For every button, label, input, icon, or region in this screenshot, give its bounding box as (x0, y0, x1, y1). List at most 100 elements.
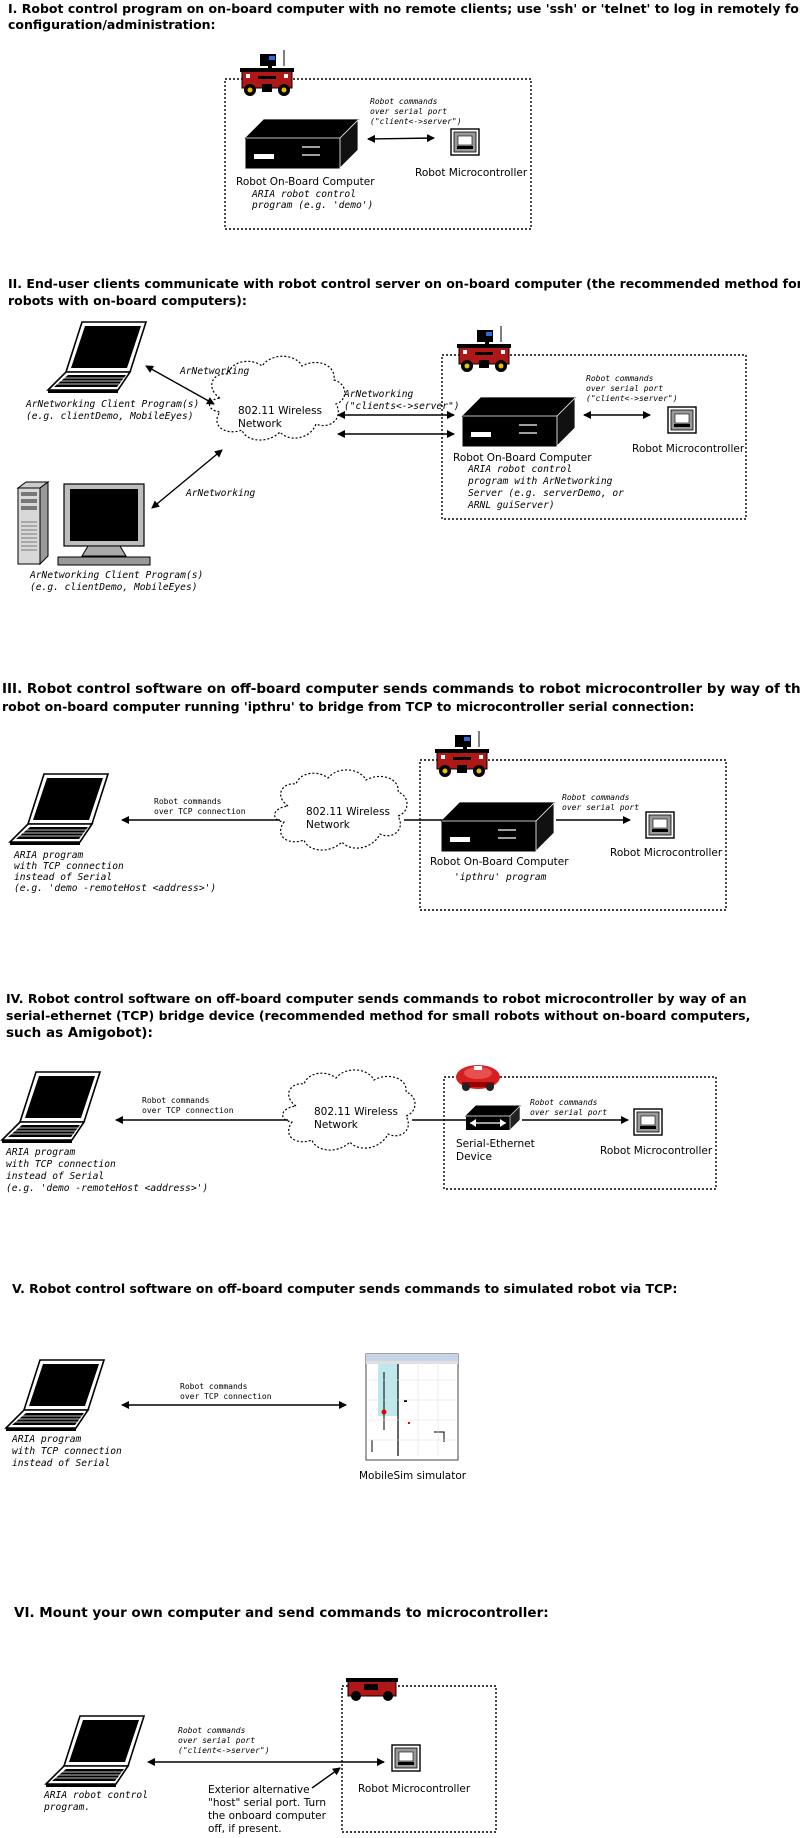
section-6-graphics (45, 1678, 497, 1833)
client-desktop-icon (17, 481, 151, 566)
pioneer-robot-icon (239, 49, 295, 97)
laptop-label-line2: with TCP connection (14, 861, 124, 872)
onboard-computer-sub-line4: ARNL guiServer) (468, 500, 555, 511)
serial-note-line2: over serial port (178, 1736, 256, 1745)
wireless-cloud-icon (208, 355, 346, 441)
cloud-label-line1: 802.11 Wireless (306, 806, 391, 818)
laptop-label-line1: ARIA program (12, 1434, 82, 1445)
microcontroller-label: Robot Microcontroller (358, 1783, 471, 1795)
cloud-label-line1: 802.11 Wireless (238, 405, 323, 417)
arnetworking-label-1: ArNetworking (180, 366, 250, 377)
section-3-graphics (9, 730, 727, 911)
microcontroller-label: Robot Microcontroller (600, 1145, 713, 1157)
section-5-graphics (5, 1353, 459, 1461)
serial-note-line2: over serial port (370, 107, 448, 116)
cloud-label-line2: Network (314, 1119, 358, 1131)
host-note-line4: off, if present. (208, 1823, 282, 1835)
tcp-note-line2: over TCP connection (142, 1106, 234, 1115)
laptop-label-line2: with TCP connection (12, 1446, 122, 1457)
laptop-label-line3: instead of Serial (14, 872, 113, 883)
section-2-title-line2: robots with on-board computers): (8, 293, 247, 308)
onboard-computer-icon (462, 397, 576, 447)
laptop-label-line1: ARIA program (14, 850, 84, 861)
serial-note-line1: Robot commands (530, 1098, 598, 1107)
tcp-note-line1: Robot commands (180, 1382, 248, 1391)
onboard-computer-icon (441, 802, 555, 852)
tcp-note-line2: over TCP connection (154, 807, 246, 816)
onboard-computer-sub-line1: ARIA robot control (252, 189, 356, 200)
laptop-label-line1: ARIA robot control (44, 1790, 148, 1801)
laptop-label-line4: (e.g. 'demo -remoteHost <address>') (6, 1183, 209, 1194)
pioneer-robot-icon (434, 730, 490, 778)
mobilesim-label: MobileSim simulator (359, 1470, 467, 1482)
host-note-line3: the onboard computer (208, 1810, 326, 1822)
section-4-graphics (1, 1065, 717, 1190)
client-laptop-icon (47, 321, 147, 394)
robot-boundary-box (441, 354, 747, 520)
tcp-note-line1: Robot commands (142, 1096, 210, 1105)
tcp-note-line2: over TCP connection (180, 1392, 272, 1401)
laptop-client-label-line2: (e.g. clientDemo, MobileEyes) (26, 411, 194, 422)
section-3-title-line1: III. Robot control software on off-board… (2, 681, 800, 697)
cloud-label-line2: Network (238, 418, 282, 430)
onboard-computer-sub-line3: Server (e.g. serverDemo, or (468, 488, 624, 499)
onboard-computer-sub-line2: program (e.g. 'demo') (252, 200, 374, 211)
microcontroller-icon (450, 128, 480, 156)
section-1-title-line2: configuration/administration: (8, 17, 216, 32)
serial-note-line3: ("client<->server") (178, 1746, 270, 1755)
section-5-title: V. Robot control software on off-board c… (12, 1281, 678, 1296)
section-2-graphics (17, 321, 747, 566)
client-laptop-icon (45, 1715, 145, 1788)
section-4-title-line1: IV. Robot control software on off-board … (6, 991, 747, 1006)
laptop-client-label-line1: ArNetworking Client Program(s) (26, 399, 200, 410)
serial-note-line1: Robot commands (586, 374, 654, 383)
microcontroller-icon (667, 406, 697, 434)
amigobot-icon (456, 1065, 500, 1091)
serial-note-line2: over serial port (586, 384, 664, 393)
robot-boundary-box (224, 78, 532, 230)
clients-server-label: ("clients<->server") (344, 401, 460, 412)
desktop-client-label-line2: (e.g. clientDemo, MobileEyes) (30, 582, 198, 593)
microcontroller-label: Robot Microcontroller (415, 167, 528, 179)
laptop-label-line1: ARIA program (6, 1147, 76, 1158)
client-laptop-icon (1, 1071, 101, 1144)
onboard-computer-sub-line2: program with ArNetworking (468, 476, 613, 487)
section-1-title-line1: I. Robot control program on on-board com… (8, 1, 800, 16)
microcontroller-icon (633, 1108, 663, 1136)
serial-note-line1: Robot commands (178, 1726, 246, 1735)
wireless-cloud-icon (282, 1069, 416, 1151)
serial-ethernet-label-line1: Serial-Ethernet (456, 1138, 535, 1150)
serial-note-line1: Robot commands (562, 793, 630, 802)
client-laptop-icon (5, 1359, 105, 1432)
section-2-title-line1: II. End-user clients communicate with ro… (8, 276, 800, 291)
onboard-computer-label: Robot On-Board Computer (236, 176, 375, 188)
onboard-computer-label: Robot On-Board Computer (453, 452, 592, 464)
mobilesim-screenshot-icon (365, 1353, 459, 1461)
robot-boundary-box (341, 1685, 497, 1833)
serial-note-line2: over serial port (530, 1108, 608, 1117)
laptop-label-line2: with TCP connection (6, 1159, 116, 1170)
tcp-note-line1: Robot commands (154, 797, 222, 806)
serial-note-line3: ("client<->server") (370, 117, 462, 126)
serial-note-line3: ("client<->server") (586, 394, 678, 403)
section-1-graphics (224, 49, 532, 230)
serial-ethernet-device-icon (465, 1105, 521, 1131)
onboard-computer-icon (245, 119, 359, 169)
host-note-line2: "host" serial port. Turn (208, 1797, 326, 1809)
onboard-computer-label: Robot On-Board Computer (430, 856, 569, 868)
cloud-label-line1: 802.11 Wireless (314, 1106, 399, 1118)
microcontroller-icon (645, 811, 675, 839)
robot-boundary-box (419, 759, 727, 911)
robot-boundary-box (443, 1076, 717, 1190)
microcontroller-icon (391, 1744, 421, 1772)
serial-note-line1: Robot commands (370, 97, 438, 106)
client-laptop-icon (9, 773, 109, 846)
section-3-title-line2: robot on-board computer running 'ipthru'… (2, 699, 695, 714)
host-note-line1: Exterior alternative (208, 1784, 310, 1796)
microcontroller-label: Robot Microcontroller (610, 847, 723, 859)
onboard-computer-sub-line1: ARIA robot control (468, 464, 572, 475)
section-4-title-line3: such as Amigobot): (6, 1025, 153, 1041)
laptop-label-line3: instead of Serial (6, 1171, 105, 1182)
serial-note-line2: over serial port (562, 803, 640, 812)
